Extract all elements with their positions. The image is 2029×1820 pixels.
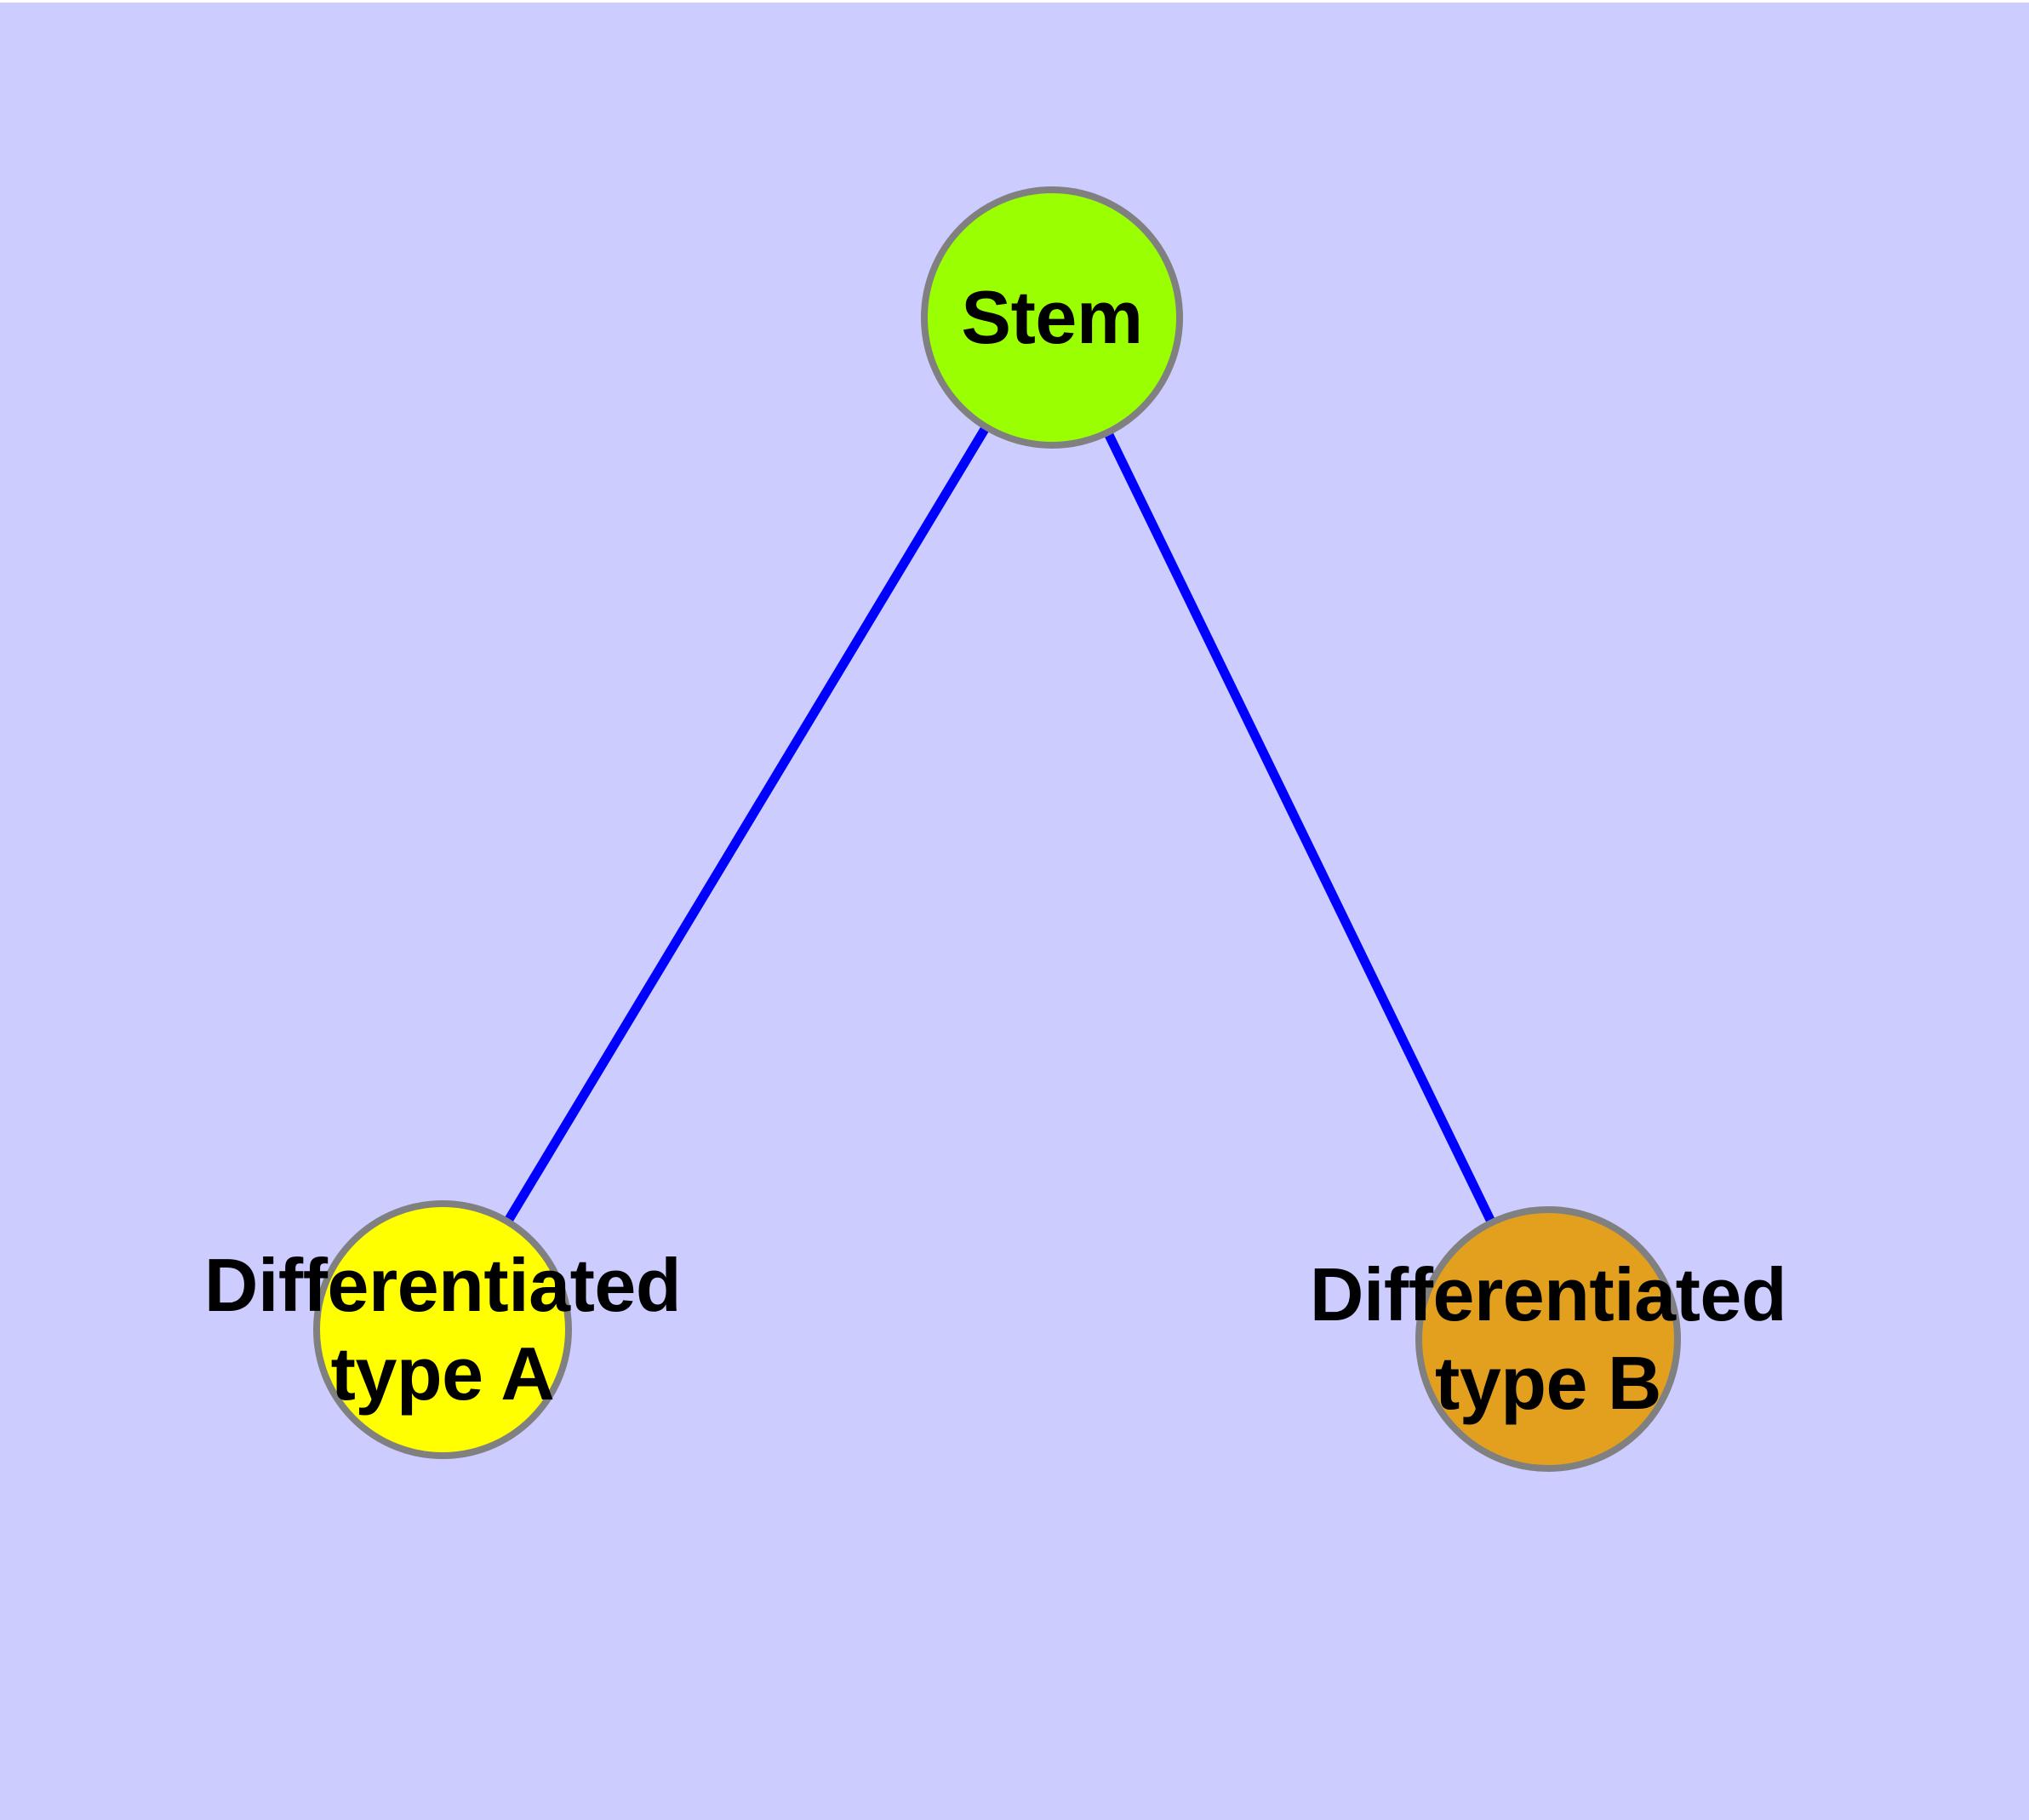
node-differentiated-type-a[interactable] <box>313 1200 572 1459</box>
edge-stem-to-differentiated-type-b[interactable] <box>1103 430 1496 1225</box>
edge-layer <box>503 424 1496 1225</box>
edge-stem-to-differentiated-type-a[interactable] <box>503 424 991 1225</box>
node-layer <box>313 186 1681 1472</box>
node-differentiated-type-b[interactable] <box>1415 1206 1681 1472</box>
node-stem[interactable] <box>921 186 1183 449</box>
